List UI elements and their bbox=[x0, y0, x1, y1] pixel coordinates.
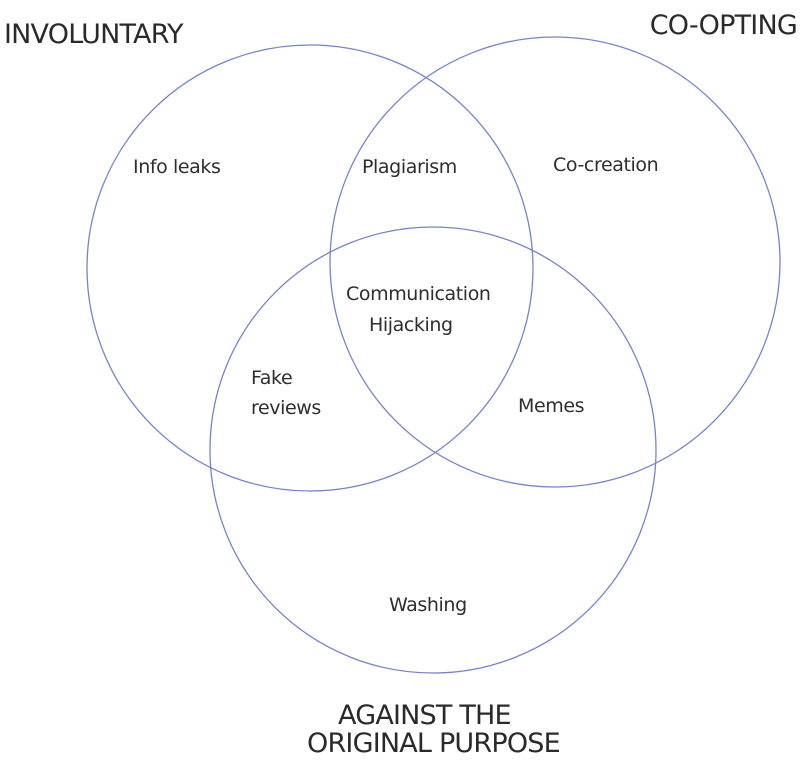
region-label-hijacking: Hijacking bbox=[369, 314, 453, 336]
set-label-against-line-1: AGAINST THE bbox=[338, 700, 511, 731]
set-label-against-line-2: ORIGINAL PURPOSE bbox=[307, 728, 560, 759]
circle-co-opting bbox=[329, 36, 781, 488]
circle-involuntary bbox=[86, 44, 534, 492]
circle-against-original-purpose bbox=[209, 226, 657, 674]
region-label-reviews: reviews bbox=[251, 397, 321, 419]
region-label-info-leaks: Info leaks bbox=[133, 156, 221, 178]
region-label-plagiarism: Plagiarism bbox=[362, 156, 457, 178]
set-label-involuntary: INVOLUNTARY bbox=[4, 19, 184, 50]
region-label-memes: Memes bbox=[518, 395, 584, 417]
set-label-co-opting: CO-OPTING bbox=[650, 10, 797, 41]
region-label-fake: Fake bbox=[251, 367, 292, 389]
region-label-washing: Washing bbox=[389, 594, 467, 616]
region-label-co-creation: Co-creation bbox=[553, 154, 658, 176]
region-label-communication: Communication bbox=[346, 283, 491, 305]
